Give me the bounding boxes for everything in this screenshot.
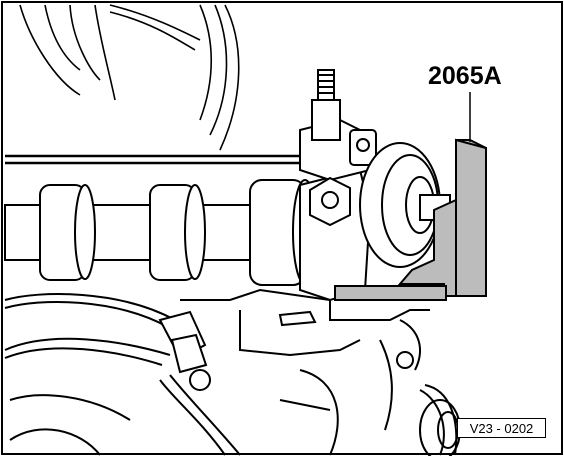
fuel-lines (4, 293, 241, 456)
lower-pulley (419, 399, 461, 456)
lower-nut (309, 176, 351, 227)
cylinder-head-edge (5, 154, 300, 165)
line-fitting (158, 310, 211, 391)
figure-reference-code: V23 - 0202 (457, 418, 546, 438)
tool-number-label: 2065A (428, 62, 502, 90)
engine-housing (180, 288, 458, 456)
special-tool-2065a (334, 138, 487, 301)
background-hoses (19, 4, 240, 151)
camshaft (4, 179, 318, 286)
stud-bolt (311, 69, 377, 166)
